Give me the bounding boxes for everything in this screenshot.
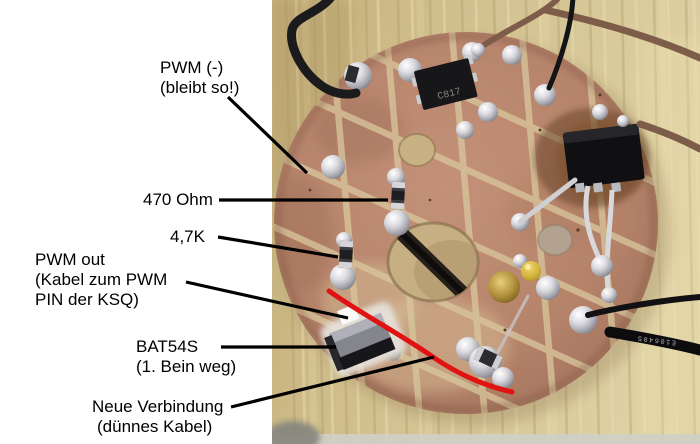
solder-joint [534,84,556,106]
solder-joint [330,264,356,290]
solder-joint [591,255,613,277]
annotation-panel [0,0,272,444]
resistor-470-ohm [390,181,406,210]
photo-bottom-edge [272,434,700,444]
solder-joint [492,367,514,389]
pointer-lines [185,95,435,409]
pointer-line-4k7 [217,235,339,259]
resistor-4k7 [338,240,354,269]
yellow-capacitor [521,261,541,281]
brown-wire [481,0,561,48]
black-wire-bottom [585,294,700,318]
jumper-wire [517,177,578,225]
solder-joint [601,287,617,303]
solder-joint [387,168,405,186]
blurry-foreground-object [272,421,320,444]
black-cable-top-left [287,0,361,99]
black-wire [546,0,576,91]
photo-region: C817 [272,0,700,444]
solder-joint [502,45,522,65]
smd-resistor [473,346,503,370]
top-hole [398,133,436,167]
smd-resistor [344,64,360,84]
capacitor-highlight [525,264,531,270]
brown-cable-right [636,120,700,153]
optocoupler-ic: C817 [398,42,498,139]
board-specks [308,93,602,332]
side-hole [537,224,573,256]
solder-joint [617,115,629,127]
solder-joint [536,276,560,300]
pointer-line-pwm-out [185,280,349,320]
brown-cable-top [541,6,700,62]
solder-joint [384,210,410,236]
solder-joint [592,104,608,120]
jumper-wire [496,294,530,354]
black-cable-marked [604,326,700,356]
solder-joint [569,306,597,334]
bat54s-diode [320,302,407,377]
mosfet-leg-wire [604,189,615,289]
pointer-line-pwm-minus [226,95,309,175]
pointer-line-neue-verbindung [230,355,435,409]
gold-solder-joint [488,271,520,303]
wire-solder-tip [471,43,485,57]
solder-joint [321,155,345,179]
